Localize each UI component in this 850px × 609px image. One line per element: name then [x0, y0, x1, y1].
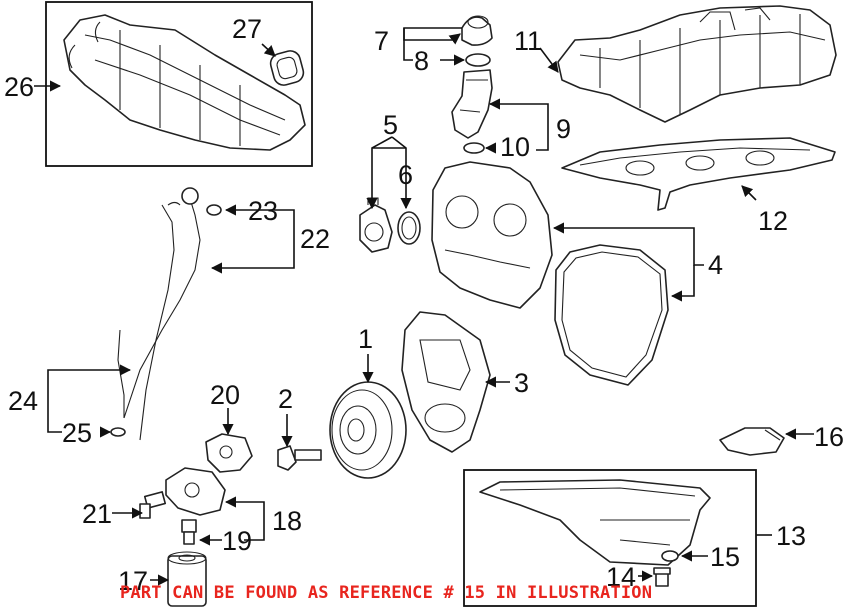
callout-19: 19 [222, 526, 252, 556]
callout-labels: 26 27 7 8 11 9 10 5 6 12 4 23 22 1 3 24 … [4, 14, 844, 596]
oil-filter-adapter [165, 467, 226, 516]
valve-cover [557, 5, 837, 123]
oil-pressure-sensor [139, 491, 167, 519]
oil-filter [167, 551, 207, 607]
callout-14: 14 [606, 562, 636, 592]
dipstick-tube [139, 201, 181, 441]
oil-pan [479, 479, 711, 566]
oil-filler-cap [461, 15, 493, 46]
callout-25: 25 [62, 418, 92, 448]
pulley-bolt [277, 445, 322, 471]
oil-filter-adapter-gasket [205, 433, 253, 473]
callout-11: 11 [514, 26, 542, 56]
callout-2: 2 [278, 384, 293, 414]
callout-6: 6 [398, 160, 413, 190]
callout-7: 7 [374, 26, 389, 56]
filler-o-ring [465, 53, 491, 67]
manifold-gasket [269, 50, 305, 86]
leader-lines [34, 27, 814, 586]
intake-manifold-box [45, 1, 313, 167]
oil-pickup [719, 427, 785, 456]
callout-20: 20 [210, 380, 240, 410]
oil-filler-tube [451, 69, 493, 139]
timing-cover-gasket [554, 244, 669, 386]
callout-4: 4 [708, 250, 723, 280]
dipstick-o-ring [206, 204, 222, 216]
drain-plug [653, 567, 671, 587]
valve-cover-gasket [561, 137, 836, 211]
tube-o-ring [463, 142, 485, 154]
dipstick [117, 187, 201, 419]
callout-3: 3 [514, 368, 529, 398]
timing-cover [431, 161, 553, 309]
callout-16: 16 [814, 422, 844, 452]
callout-17: 17 [118, 566, 148, 596]
filter-stud [181, 519, 197, 545]
callout-8: 8 [414, 46, 429, 76]
callout-12: 12 [758, 206, 788, 236]
callout-24: 24 [8, 386, 38, 416]
callout-18: 18 [272, 506, 302, 536]
intake-manifold [63, 14, 306, 151]
oil-pan-box [463, 469, 757, 607]
reference-notice: PART CAN BE FOUND AS REFERENCE # 15 IN I… [120, 583, 653, 603]
drain-plug-washer [661, 550, 679, 562]
callout-5: 5 [383, 110, 398, 140]
water-outlet-housing [359, 197, 393, 253]
callout-21: 21 [82, 499, 112, 529]
callout-15: 15 [710, 542, 740, 572]
tube-seal [110, 427, 126, 437]
callout-23: 23 [248, 196, 278, 226]
callout-10: 10 [500, 132, 530, 162]
callout-26: 26 [4, 72, 34, 102]
callout-27: 27 [232, 14, 262, 44]
crankshaft-pulley [329, 381, 407, 479]
callout-13: 13 [776, 521, 806, 551]
callout-9: 9 [556, 114, 571, 144]
front-cover-plate [401, 311, 491, 453]
housing-seal [397, 211, 421, 245]
callout-1: 1 [358, 324, 373, 354]
callout-22: 22 [300, 224, 330, 254]
